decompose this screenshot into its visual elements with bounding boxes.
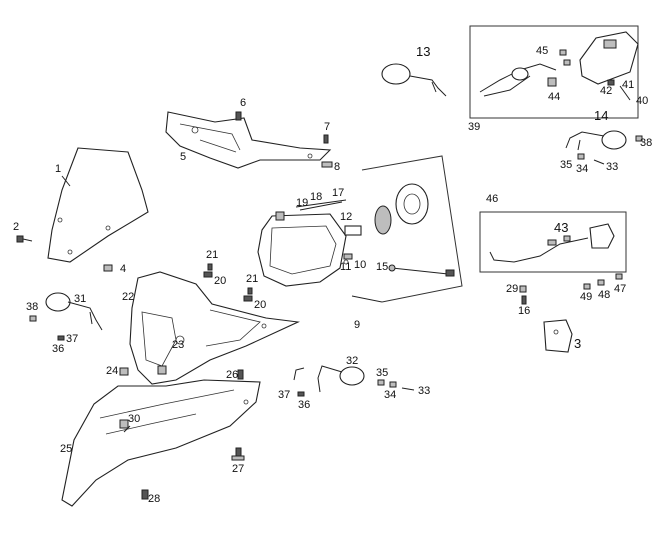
screw-part-27 bbox=[231, 447, 245, 461]
callout-28: 28 bbox=[148, 493, 160, 505]
callout-2: 2 bbox=[13, 221, 19, 233]
callout-43: 43 bbox=[554, 220, 568, 235]
callout-40: 40 bbox=[636, 95, 648, 107]
callout-4: 4 bbox=[120, 263, 126, 275]
callout-1: 1 bbox=[55, 163, 61, 175]
callout-13: 13 bbox=[416, 44, 430, 59]
licence-light-box bbox=[479, 211, 627, 273]
nut-part-8 bbox=[321, 161, 333, 168]
callout-11: 11 bbox=[340, 261, 351, 273]
nut-part-49 bbox=[583, 283, 591, 290]
rear-turn-signal-part bbox=[565, 130, 643, 165]
callout-38a: 38 bbox=[26, 301, 38, 313]
windscreen-part bbox=[47, 147, 149, 263]
screw-part-28 bbox=[141, 489, 149, 500]
turn-signal-right-part bbox=[293, 365, 415, 397]
callout-44: 44 bbox=[548, 91, 560, 103]
nut-part-48 bbox=[597, 279, 605, 286]
callout-24: 24 bbox=[106, 365, 118, 377]
turn-signal-left-part bbox=[29, 292, 103, 341]
nut-part-4 bbox=[103, 264, 113, 272]
callout-35b: 35 bbox=[376, 367, 388, 379]
callout-20b: 20 bbox=[254, 299, 266, 311]
callout-6: 6 bbox=[240, 97, 246, 109]
callout-39: 39 bbox=[468, 121, 480, 133]
nut-part-47 bbox=[615, 273, 623, 280]
dashboard-bracket-part bbox=[165, 111, 332, 169]
callout-21a: 21 bbox=[206, 249, 218, 261]
callout-49: 49 bbox=[580, 291, 592, 303]
callout-41: 41 bbox=[622, 79, 634, 91]
callout-15: 15 bbox=[376, 261, 388, 273]
callout-7: 7 bbox=[324, 121, 330, 133]
callout-35a: 35 bbox=[560, 159, 572, 171]
callout-36b: 36 bbox=[298, 399, 310, 411]
screw-part-20b bbox=[243, 287, 253, 302]
callout-38b: 38 bbox=[640, 137, 652, 149]
callout-labels: 1 2 3 4 5 6 7 8 9 10 11 12 13 14 15 16 1… bbox=[13, 44, 652, 505]
callout-33a: 33 bbox=[606, 161, 618, 173]
callout-29: 29 bbox=[506, 283, 518, 295]
callout-27: 27 bbox=[232, 463, 244, 475]
callout-9: 9 bbox=[354, 319, 360, 331]
callout-45: 45 bbox=[536, 45, 548, 57]
screw-part-20a bbox=[203, 263, 213, 278]
callout-31: 31 bbox=[74, 293, 86, 305]
callout-36a: 36 bbox=[52, 343, 64, 355]
callout-19: 19 bbox=[296, 197, 308, 209]
screw-part-2 bbox=[16, 235, 33, 243]
front-fairing-part bbox=[129, 271, 300, 385]
callout-12: 12 bbox=[340, 211, 352, 223]
screw-part-16 bbox=[521, 295, 527, 305]
bracket-part-3 bbox=[543, 319, 573, 353]
callout-30: 30 bbox=[128, 413, 140, 425]
headlight-assembly bbox=[257, 155, 463, 303]
screw-part-29 bbox=[519, 285, 527, 293]
callout-33b: 33 bbox=[418, 385, 430, 397]
callout-20a: 20 bbox=[214, 275, 226, 287]
front-mudguard-part bbox=[61, 379, 261, 507]
callout-23: 23 bbox=[172, 339, 184, 351]
callout-14: 14 bbox=[594, 108, 608, 123]
rear-light-part bbox=[381, 63, 447, 97]
screw-part-24 bbox=[119, 367, 129, 376]
callout-5: 5 bbox=[180, 151, 186, 163]
callout-25: 25 bbox=[60, 443, 72, 455]
taillight-assembly-box bbox=[469, 25, 639, 119]
callout-16: 16 bbox=[518, 305, 530, 317]
callout-26: 26 bbox=[226, 369, 238, 381]
screw-part-26 bbox=[237, 369, 244, 380]
callout-10: 10 bbox=[354, 259, 366, 271]
callout-17: 17 bbox=[332, 187, 344, 199]
callout-47: 47 bbox=[614, 283, 626, 295]
screw-part-7 bbox=[323, 134, 329, 144]
callout-46: 46 bbox=[486, 193, 498, 205]
callout-3: 3 bbox=[574, 336, 581, 351]
callout-21b: 21 bbox=[246, 273, 258, 285]
callout-32: 32 bbox=[346, 355, 358, 367]
callout-34b: 34 bbox=[384, 389, 396, 401]
callout-37a: 37 bbox=[66, 333, 78, 345]
callout-34a: 34 bbox=[576, 163, 588, 175]
callout-22: 22 bbox=[122, 291, 134, 303]
screw-part-6 bbox=[235, 111, 242, 121]
callout-48: 48 bbox=[598, 289, 610, 301]
callout-18: 18 bbox=[310, 191, 322, 203]
callout-8: 8 bbox=[334, 161, 340, 173]
callout-37b: 37 bbox=[278, 389, 290, 401]
callout-42: 42 bbox=[600, 85, 612, 97]
